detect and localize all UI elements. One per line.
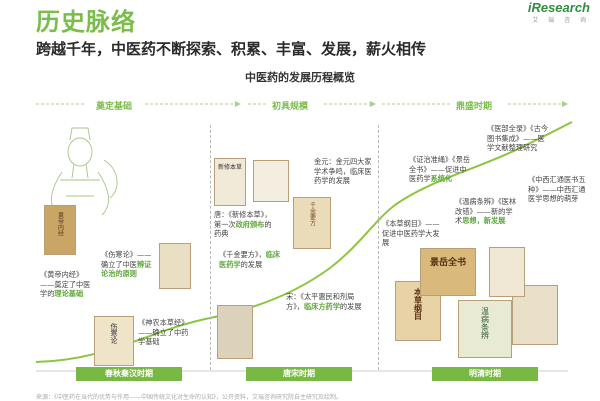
annotation-text: 的发展	[339, 301, 362, 311]
annotation-zhongxi: 《中西汇通医书五种》——中西汇通医学思想的萌芽	[528, 175, 586, 204]
book-image	[253, 160, 289, 202]
annotation-text: 《中西汇通医书五种》——中西汇通医学思想的萌芽	[528, 175, 586, 204]
annotation-text: 《千金要方》，	[219, 250, 266, 259]
book-image	[217, 305, 253, 359]
book-title: 景岳全书	[429, 258, 466, 268]
chart-title: 中医药的发展历程概览	[245, 71, 355, 84]
book-title: 新修本草	[217, 164, 242, 171]
book-image: 景岳全书	[420, 248, 476, 296]
annotation-text: 《神农本草经》——确立了中药学基础	[138, 318, 189, 347]
phase-label-foundation: 奠定基础	[96, 102, 133, 112]
annotation-shennong: 《神农本草经》——确立了中药学基础	[138, 318, 194, 347]
annotation-highlight: 政府颁布	[235, 219, 265, 229]
annotation-wenbing: 《温病条辨》《医林改错》——新的学术思想，新发展	[455, 197, 517, 226]
annotation-highlight: 临床医药学	[219, 250, 281, 269]
era-label-tang-song: 唐宋时期	[246, 367, 352, 381]
book-image: 伤寒论	[94, 316, 134, 366]
annotation-text: 《医部全录》《古今图书集成》——医学文献整理研究	[487, 124, 549, 153]
book-image: 千金要方	[293, 197, 331, 249]
book-image	[159, 243, 191, 289]
logo: iResearch 艾 瑞 咨 询	[528, 0, 590, 24]
page-subtitle: 跨越千年，中医药不断探索、积累、丰富、发展，薪火相传	[36, 40, 427, 58]
growth-curve	[35, 121, 573, 363]
phase-label-scale: 初具规模	[272, 102, 309, 112]
book-image: 新修本草	[214, 158, 246, 206]
book-title: 本草纲目	[413, 288, 423, 320]
phase3-arrowhead	[562, 101, 568, 107]
phase-label-peak: 鼎盛时期	[456, 102, 493, 112]
era-label-ming-qing: 明清时期	[432, 367, 538, 381]
book-title: 千金要方	[308, 202, 316, 226]
annotation-yibu: 《医部全录》《古今图书集成》——医学文献整理研究	[487, 124, 549, 153]
physician-portrait	[51, 127, 118, 216]
annotation-text: 宋：《太平惠民和剂局方》，	[286, 292, 355, 311]
logo-subtext: 艾 瑞 咨 询	[532, 17, 590, 24]
logo-brand: iResearch	[527, 0, 590, 15]
phase1-arrowhead	[235, 101, 241, 107]
annotation-text: 的药典	[214, 219, 272, 239]
annotation-shanghan: 《伤寒论》——确立了中医辨证论治的原则	[101, 250, 155, 279]
era-divider	[378, 125, 379, 370]
annotation-text: 《温病条辨》《医林改错》——新的学术	[455, 197, 517, 226]
annotation-text: 《本草纲目》——促进中医药学大发展	[382, 219, 440, 248]
annotation-highlight: 系统化	[430, 174, 453, 184]
page-title: 历史脉络	[36, 8, 136, 36]
annotation-text: 《伤寒论》——确立了中医	[101, 250, 152, 269]
annotation-jinyuan: 金元：金元四大家学术争鸣，临床医药学的发展	[314, 157, 374, 186]
annotation-text: 《黄帝内经》——奠定了中医学的	[40, 270, 91, 299]
book-image: 黄帝内经	[44, 205, 76, 255]
footer-note: 来源：《中医药在当代的优势与作用——中国传统文化对生命的认知》，公开资料，艾瑞咨…	[36, 394, 343, 401]
annotation-text: 《证治准绳》《景岳全书》——促进中医药学	[409, 155, 471, 184]
annotation-text: 的发展	[240, 259, 263, 269]
annotation-xinxiu: 唐：《新修本草》，第一次政府颁布的药典	[214, 210, 276, 239]
annotation-text: 唐：《新修本草》，第一次	[214, 210, 272, 229]
annotation-text: 金元：金元四大家学术争鸣，临床医药学的发展	[314, 157, 372, 186]
annotation-qianjin: 《千金要方》，临床医药学的发展	[219, 250, 281, 269]
era-divider	[210, 125, 211, 370]
annotation-highlight: 辨证论治的原则	[101, 259, 152, 279]
annotation-taiping: 宋：《太平惠民和剂局方》，临床方药学的发展	[286, 292, 368, 311]
annotation-highlight: 临床方药学	[303, 301, 340, 311]
book-image	[489, 247, 525, 297]
annotation-huangdi: 《黄帝内经》——奠定了中医学的理论基础	[40, 270, 92, 299]
era-label-qin-han: 春秋秦汉时期	[76, 367, 182, 381]
book-title: 黄帝内经	[56, 212, 64, 236]
annotation-bencao: 《本草纲目》——促进中医药学大发展	[382, 219, 444, 248]
annotation-zhengzhi: 《证治准绳》《景岳全书》——促进中医药学系统化	[409, 155, 471, 184]
annotation-highlight: 思想，新发展	[462, 216, 506, 226]
phase2-arrowhead	[370, 101, 376, 107]
book-image: 温病条辨	[458, 300, 512, 358]
book-title: 伤寒论	[110, 323, 118, 344]
book-title: 温病条辨	[480, 307, 490, 339]
annotation-highlight: 理论基础	[54, 289, 84, 299]
